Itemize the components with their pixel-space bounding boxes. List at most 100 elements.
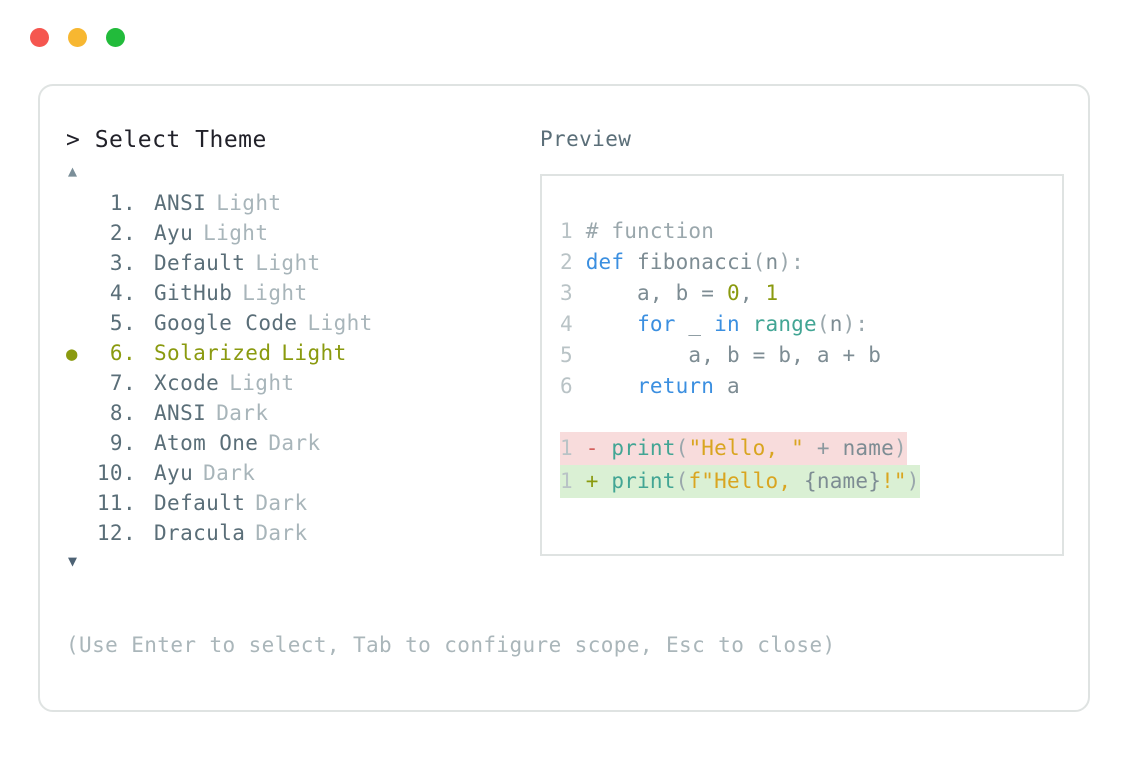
code-punct: ( <box>816 312 830 336</box>
code-arg: n <box>829 312 843 336</box>
list-item-number: 9. <box>109 431 136 455</box>
list-item[interactable]: 7. Xcode Light <box>66 368 526 398</box>
list-item-number: 7. <box>109 371 136 395</box>
list-item[interactable]: 2. Ayu Light <box>66 218 526 248</box>
list-item-variant: Dark <box>268 431 321 455</box>
code-interpolation: {name} <box>804 469 882 493</box>
list-item-label: Default <box>154 491 246 515</box>
list-item-variant: Light <box>203 221 269 245</box>
code-fn-name: range <box>739 312 817 336</box>
list-item-number: 6. <box>109 341 136 365</box>
line-number: 4 <box>560 312 573 336</box>
list-item-variant: Light <box>255 251 321 275</box>
code-line: 5 a, b = b, a + b <box>560 340 1062 371</box>
code-line: 2 def fibonacci(n): <box>560 247 1062 278</box>
code-punct: ): <box>842 312 869 336</box>
close-window-button[interactable] <box>30 28 49 47</box>
list-item[interactable]: 3. Default Light <box>66 248 526 278</box>
list-item-variant: Light <box>307 311 373 335</box>
maximize-window-button[interactable] <box>106 28 125 47</box>
diff-marker-added: + <box>585 469 599 493</box>
list-item-label: ANSI <box>154 401 207 425</box>
code-fn-name: fibonacci <box>624 250 753 274</box>
code-keyword: return <box>637 374 715 398</box>
list-item[interactable]: 11. Default Dark <box>66 488 526 518</box>
diff-removed-line: 1 - print("Hello, " + name) <box>560 432 907 465</box>
theme-picker-card: > Select Theme ▲ 1. ANSI Light 2. Ayu Li… <box>38 84 1090 712</box>
keyboard-hint: (Use Enter to select, Tab to configure s… <box>66 633 836 657</box>
code-text <box>586 374 637 398</box>
line-number: 2 <box>560 250 573 274</box>
list-item-selected[interactable]: ● 6. Solarized Light <box>66 338 526 368</box>
window-titlebar <box>30 28 125 47</box>
preview-panel: Preview 1 # function 2 def fibonacci(n):… <box>540 126 1070 556</box>
list-item-label: Xcode <box>154 371 220 395</box>
list-item-variant: Light <box>229 371 295 395</box>
list-item-variant: Dark <box>203 461 256 485</box>
list-item-label: Dracula <box>154 521 246 545</box>
code-punct: ): <box>778 250 805 274</box>
code-line: 4 for _ in range(n): <box>560 309 1062 340</box>
code-string: "Hello, " <box>688 436 805 460</box>
line-number: 5 <box>560 343 573 367</box>
code-text <box>586 312 637 336</box>
code-line: 1 # function <box>560 216 1062 247</box>
code-keyword: for <box>637 312 676 336</box>
line-number: 6 <box>560 374 573 398</box>
list-item[interactable]: 9. Atom One Dark <box>66 428 526 458</box>
code-text: , <box>739 281 766 305</box>
code-arg: n <box>765 250 779 274</box>
minimize-window-button[interactable] <box>68 28 87 47</box>
code-punct: ) <box>906 469 920 493</box>
code-punct: ) <box>893 436 907 460</box>
list-item-variant: Light <box>242 281 308 305</box>
code-number: 1 <box>765 281 779 305</box>
list-item[interactable]: 5. Google Code Light <box>66 308 526 338</box>
code-fn-name: print <box>611 436 676 460</box>
list-item-number: 11. <box>96 491 136 515</box>
code-var: _ <box>675 312 715 336</box>
list-item-label: Solarized <box>154 341 272 365</box>
diff-marker-removed: - <box>585 436 599 460</box>
list-item-number: 4. <box>109 281 136 305</box>
list-item-variant: Light <box>281 341 347 365</box>
list-item-number: 3. <box>109 251 136 275</box>
diff-block: 1 - print("Hello, " + name) 1 + print(f"… <box>560 432 1062 498</box>
code-keyword: in <box>714 312 740 336</box>
code-line: 3 a, b = 0, 1 <box>560 278 1062 309</box>
list-item-number: 10. <box>96 461 136 485</box>
code-string: !" <box>881 469 907 493</box>
list-item[interactable]: 1. ANSI Light <box>66 188 526 218</box>
list-item-label: Google Code <box>154 311 298 335</box>
line-number: 1 <box>560 219 573 243</box>
list-item[interactable]: 10. Ayu Dark <box>66 458 526 488</box>
list-item-label: ANSI <box>154 191 207 215</box>
line-number: 3 <box>560 281 573 305</box>
list-item-number: 8. <box>109 401 136 425</box>
list-item[interactable]: 4. GitHub Light <box>66 278 526 308</box>
code-fn-name: print <box>611 469 676 493</box>
scroll-down-icon[interactable]: ▼ <box>68 552 78 570</box>
list-item-label: Ayu <box>154 221 194 245</box>
list-item-variant: Dark <box>255 491 308 515</box>
code-preview-box: 1 # function 2 def fibonacci(n): 3 a, b … <box>540 174 1064 556</box>
preview-label: Preview <box>540 127 632 151</box>
code-number: 0 <box>726 281 740 305</box>
scroll-up-icon[interactable]: ▲ <box>68 162 78 180</box>
theme-list: 1. ANSI Light 2. Ayu Light 3. Default <box>66 188 526 548</box>
list-item-number: 2. <box>109 221 136 245</box>
code-string: f"Hello, <box>688 469 805 493</box>
list-item-variant: Light <box>216 191 282 215</box>
list-item-label: Atom One <box>154 431 259 455</box>
code-punct: ( <box>752 250 766 274</box>
list-item-label: Ayu <box>154 461 194 485</box>
list-item[interactable]: 12. Dracula Dark <box>66 518 526 548</box>
line-number: 1 <box>560 469 573 493</box>
list-item[interactable]: 8. ANSI Dark <box>66 398 526 428</box>
list-item-label: GitHub <box>154 281 233 305</box>
code-var: name <box>842 436 894 460</box>
list-item-variant: Dark <box>216 401 269 425</box>
list-item-number: 1. <box>109 191 136 215</box>
code-operator: + <box>804 436 843 460</box>
selection-bullet: ● <box>66 343 78 365</box>
